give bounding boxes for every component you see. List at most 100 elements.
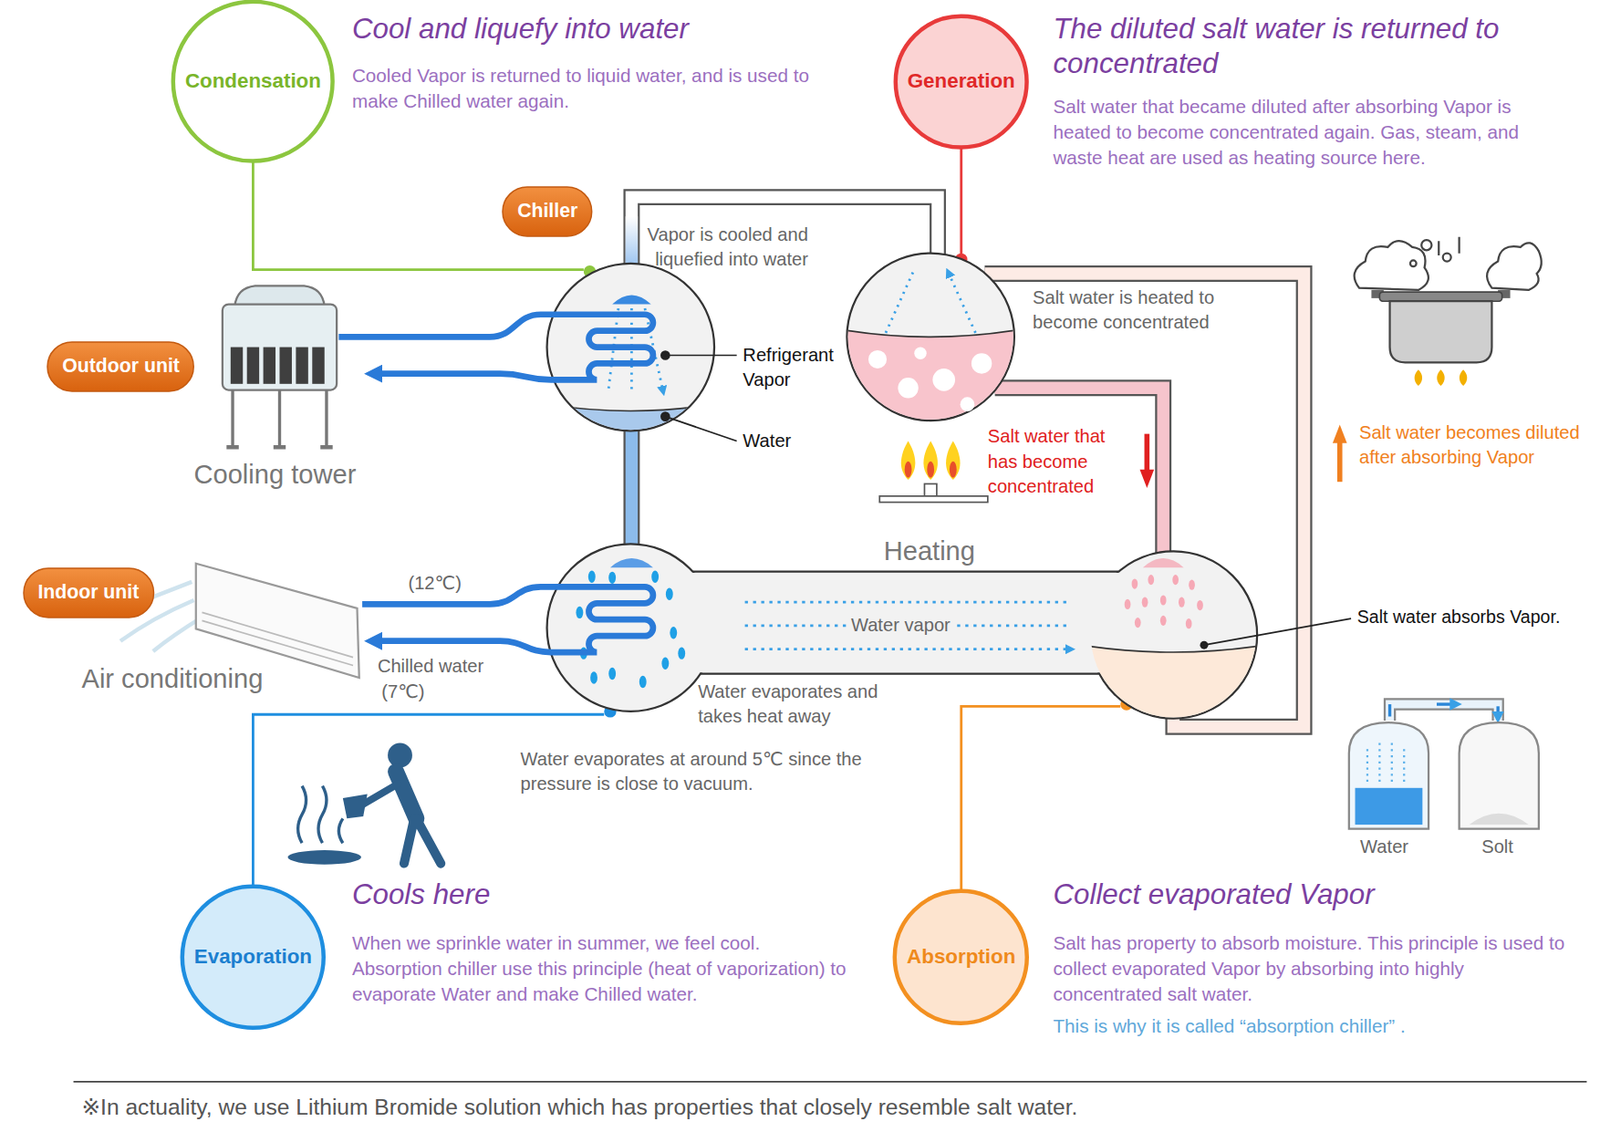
cooling-tower-icon — [230, 347, 325, 385]
flow-arrows — [1337, 440, 1343, 482]
cooling-tower-icon — [222, 304, 337, 391]
absorber-solution — [1147, 574, 1154, 585]
stage-name: Absorption — [906, 945, 1016, 970]
cooling-tower-icon — [263, 347, 276, 385]
burner — [879, 440, 988, 502]
flow-note: Salt water that has become concentrated — [987, 424, 1137, 499]
flow-arrows — [1140, 469, 1155, 489]
condenser-water — [540, 403, 721, 439]
leader-lines — [252, 714, 604, 898]
sprinkling-person-icon — [387, 743, 413, 769]
water-and-salt-jars — [1390, 704, 1499, 721]
absorber-solution — [1172, 574, 1179, 585]
evaporator-interior — [677, 646, 686, 659]
burner — [923, 440, 938, 480]
cooling-tower-icon — [230, 347, 243, 385]
sprinkling-person-icon — [298, 786, 343, 844]
temperature-label: (7℃) — [381, 679, 425, 705]
icon-caption: Cooling tower — [194, 457, 357, 493]
water-and-salt-jars — [1388, 704, 1392, 717]
evaporator-interior — [608, 667, 616, 680]
pill-outline — [502, 187, 593, 237]
sprinkling-person-icon — [342, 794, 368, 820]
absorber-solution — [1124, 599, 1132, 610]
unit-pill: Chiller — [501, 186, 593, 238]
burner — [904, 461, 913, 478]
pipes — [995, 387, 1164, 560]
flow-label: Chilled water — [377, 654, 484, 679]
boiling-pot-icon — [1379, 291, 1502, 302]
vapor-duct — [745, 602, 1072, 649]
section-note: This is why it is called “absorption chi… — [1052, 1013, 1584, 1039]
water-and-salt-jars — [1469, 813, 1529, 825]
pipes — [995, 387, 1164, 560]
burner — [924, 483, 936, 496]
flow-arrows — [1332, 425, 1348, 444]
evaporator-interior — [590, 671, 598, 684]
part-label: Water — [742, 428, 791, 454]
sprinkling-person-icon — [395, 771, 416, 819]
flow-arrows — [1140, 425, 1348, 489]
absorber-solution — [1185, 618, 1193, 629]
water-and-salt-jars — [1349, 722, 1429, 829]
sprinkling-person-icon — [404, 818, 441, 863]
stage-circle: Evaporation — [179, 883, 327, 1031]
icon-caption: Solt — [1481, 834, 1514, 860]
absorber-solution — [1132, 578, 1139, 589]
evaporator-interior — [575, 558, 686, 688]
water-and-salt-jars — [1496, 706, 1499, 718]
water-and-salt-jars — [1349, 704, 1539, 829]
vapor-duct — [693, 571, 1119, 675]
process-note: Water evaporates and takes heat away — [697, 679, 903, 729]
water-and-salt-jars — [1390, 704, 1499, 721]
section-body: Salt has property to absorb moisture. Th… — [1052, 930, 1573, 1008]
absorber-solution — [1160, 594, 1167, 605]
generator-solution — [914, 347, 926, 360]
unit-pill: Indoor unit — [22, 567, 156, 619]
boiling-pot-icon — [1443, 253, 1452, 262]
boiling-pot-icon — [1486, 242, 1542, 291]
generator-solution — [960, 396, 976, 412]
boiling-pot-icon — [1438, 237, 1459, 256]
generator-solution — [971, 353, 992, 374]
air-conditioner-icon — [201, 612, 354, 665]
cooling-tower-icon — [295, 347, 308, 385]
leader-lines — [959, 143, 963, 256]
section-body: Salt water that became diluted after abs… — [1052, 93, 1563, 171]
condenser-water — [540, 403, 721, 439]
circle-outline — [895, 16, 1028, 148]
evaporator-interior — [610, 558, 654, 568]
generator-solution — [836, 328, 1025, 429]
stage-name: Condensation — [185, 69, 322, 94]
footnote-caption: ※In actuality, we use Lithium Bromide so… — [81, 1091, 1078, 1123]
cooling-tower-icon — [222, 285, 337, 447]
absorber-solution — [1196, 600, 1204, 611]
generator-solution — [836, 271, 1025, 429]
stage-circle: Generation — [893, 13, 1029, 150]
circle-outline — [182, 886, 324, 1029]
absorber-solution — [1134, 617, 1142, 628]
absorber-solution — [1081, 644, 1266, 725]
label-leaders — [661, 351, 738, 441]
boiling-pot-icon — [1354, 237, 1542, 386]
icon-caption: Water — [1360, 834, 1409, 860]
flow-label: Water vapor — [846, 612, 955, 637]
generator-solution — [836, 328, 1025, 337]
boiling-pot-icon — [1390, 301, 1493, 363]
water-circuits — [338, 314, 654, 653]
water-and-salt-jars — [1355, 788, 1424, 825]
pill-outline — [23, 568, 155, 618]
cooling-tower-icon — [232, 390, 327, 448]
vapor-duct — [689, 571, 1125, 675]
flow-note: Salt water becomes diluted after absorbi… — [1359, 420, 1584, 470]
evaporator-interior — [651, 571, 659, 583]
leader-lines — [252, 143, 583, 271]
evaporator-interior — [665, 588, 674, 601]
stage-circle: Absorption — [892, 888, 1030, 1027]
evaporator-interior — [575, 606, 583, 619]
circle-outline — [173, 1, 333, 162]
water-and-salt-jars — [1367, 738, 1404, 782]
pipes — [631, 197, 1304, 728]
flow-arrows — [1144, 434, 1151, 472]
